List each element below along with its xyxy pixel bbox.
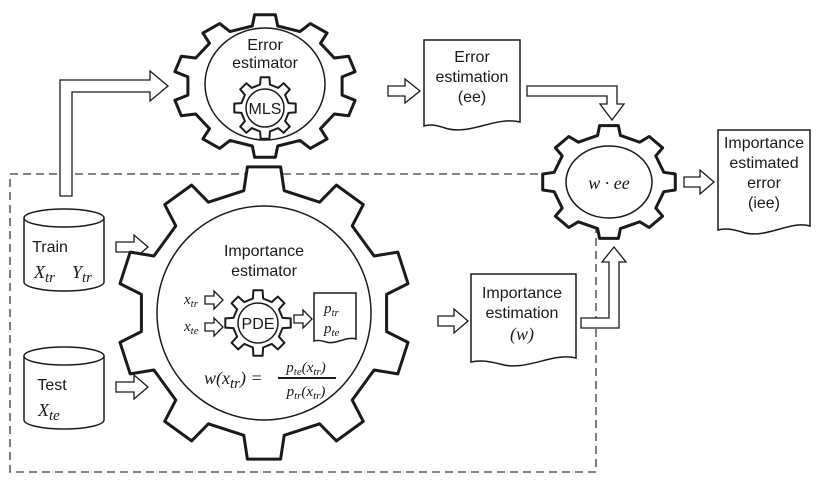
product-label: w · ee [588,173,629,193]
error-estimation-line2: estimation [436,69,509,86]
error-estimator-title-2: estimator [232,55,298,72]
iee-line1: Importance [724,135,804,152]
test-to-importance-arrow [115,373,149,401]
importance-estimation-line1: Importance [482,285,562,302]
mls-gear: MLS [233,76,297,140]
test-cylinder: Test Xte [23,346,105,430]
iee-doc: Importance estimated error (iee) [717,129,811,235]
pde-label: PDE [242,316,275,333]
error-to-estimation-arrow [387,77,422,105]
estimation-to-product-arrow [526,85,626,122]
pde-output-doc: ptr pte [313,292,357,344]
iee-line2: estimated [729,155,798,172]
importance-to-product-arrow [580,245,628,329]
importance-estimation-line3: (w) [510,324,534,345]
importance-to-estimation-arrow [437,307,469,335]
importance-estimator-title-2: estimator [231,263,297,280]
error-estimator-title-1: Error [247,37,283,54]
test-label: Test [37,377,67,394]
pde-out-arrow [293,308,313,330]
error-estimation-doc: Error estimation (ee) [423,39,521,131]
product-gear: w · ee [541,124,677,240]
xtr-arrow [204,289,224,311]
iee-line3: error [747,175,781,192]
error-estimation-line1: Error [454,49,490,66]
product-to-iee-arrow [683,168,715,196]
xte-arrow [204,316,224,338]
error-estimation-line3: (ee) [458,89,486,106]
train-to-error-arrow [59,69,170,197]
iee-line4: (iee) [748,195,780,212]
train-label: Train [32,239,68,256]
pde-gear: PDE [224,289,292,357]
importance-estimation-line2: estimation [486,305,559,322]
train-cylinder: Train Xtr Ytr [23,208,105,292]
formula-denominator: ptr(xtr) [286,384,326,402]
importance-estimator-gear: Importance estimator xtr xte PDE ptr pte… [118,165,410,461]
importance-estimator-title-1: Importance [224,243,304,260]
importance-estimation-doc: Importance estimation (w) [470,273,577,367]
error-estimator-gear: Error estimator MLS [173,13,357,159]
mls-label: MLS [249,101,282,118]
